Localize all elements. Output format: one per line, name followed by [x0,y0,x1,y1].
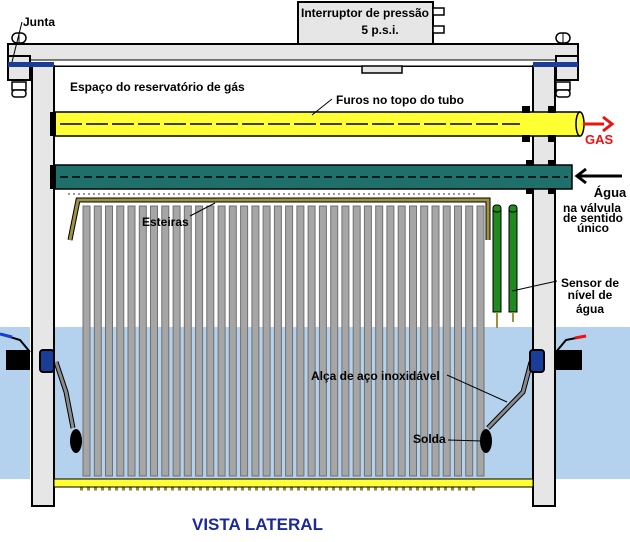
electrode-plate [105,205,113,477]
top-holes-label: Furos no topo do tubo [336,93,464,107]
bolt-icon [555,32,571,98]
pressure-switch-label: Interruptor de pressão [301,6,429,20]
handle-leader [446,374,508,403]
sensor-label-1: Sensor de [561,276,619,290]
top-holes-leader [311,98,333,116]
water-inlet-label-1: Água [594,185,627,200]
electrode-plate [465,205,474,477]
electrode-plate [183,205,192,477]
gasket-left [8,62,54,67]
pressure-switch-icon [297,1,445,74]
electrode-plates [82,205,485,477]
water-arrow-icon [574,167,622,185]
electrode-plate [352,205,361,477]
gasket-label: Junta [23,15,55,29]
electrode-wire-icon [0,332,55,373]
sensor-label-2: nível de [568,288,613,302]
gas-outlet-label: GAS [585,132,614,147]
electrode-plate [431,205,440,477]
electrode-plate [195,205,204,477]
electrode-plate [318,205,327,477]
electrode-wire-icon [529,334,587,373]
lid-underside [7,59,579,67]
sensor-label-3: água [576,302,604,316]
stainless-handle-right-fill [486,361,533,430]
sensor-leader [511,280,558,292]
bolt-icon [11,32,27,98]
electrode-plate [251,205,260,477]
water-inlet-label-4: único [577,221,609,235]
water-level-sensor [492,204,518,328]
electrode-plate [296,205,305,477]
electrode-plate [240,205,249,477]
weld-spot-left [70,429,82,453]
electrode-plate [93,205,102,477]
gas-space-label: Espaço do reservatório de gás [70,80,245,94]
electrode-plate [341,205,350,477]
water-tube [50,160,573,194]
electrode-plate [397,205,406,477]
electrode-plate [262,205,271,477]
mats-leader [189,202,216,217]
gasket-leader [11,21,23,63]
gas-tube [50,106,585,142]
gas-arrow-icon [583,115,615,133]
water-inlet-label-2: na válvula [563,201,621,215]
weld-spot-right [480,429,492,453]
electrode-plate [206,205,215,477]
weld-leader [447,439,483,442]
mats-label: Esteiras [142,215,189,229]
stainless-handle-label: Alça de aço inoxidável [311,369,440,383]
right-lid-post [555,55,579,81]
water-right-outside [555,327,630,479]
electrode-plate [273,205,282,477]
electrode-plate [82,205,91,477]
electrode-plate [330,205,339,477]
water-inlet-label-3: de sentido [563,211,623,225]
electrode-plate [442,205,451,477]
base-rail [53,478,534,488]
electrode-plate [138,205,147,477]
electrode-plate [476,205,485,477]
electrode-plate [363,205,372,477]
electrode-plate [172,205,181,477]
electrode-plate [285,205,294,477]
electrode-plate [386,205,395,477]
weld-label: Solda [413,432,446,446]
electrode-plate [228,205,237,477]
electrode-plate [454,205,462,477]
electrode-plate [161,205,170,477]
diagram-title: VISTA LATERAL [192,515,323,534]
electrode-plate [150,205,158,477]
electrode-plate [116,205,125,477]
electrode-plate [420,205,429,477]
pressure-switch-rating: 5 p.s.i. [361,23,398,37]
left-lid-post [7,55,31,81]
electrode-plate [409,205,417,477]
electrode-plate [127,205,136,477]
electrode-plate [307,205,316,477]
gasket-right [533,62,578,67]
water-left-outside [0,327,30,479]
electrode-plate [375,205,384,477]
mat-hanger-fill [68,198,490,241]
electrode-plate [217,205,226,477]
stainless-handle-left-fill [54,361,75,429]
